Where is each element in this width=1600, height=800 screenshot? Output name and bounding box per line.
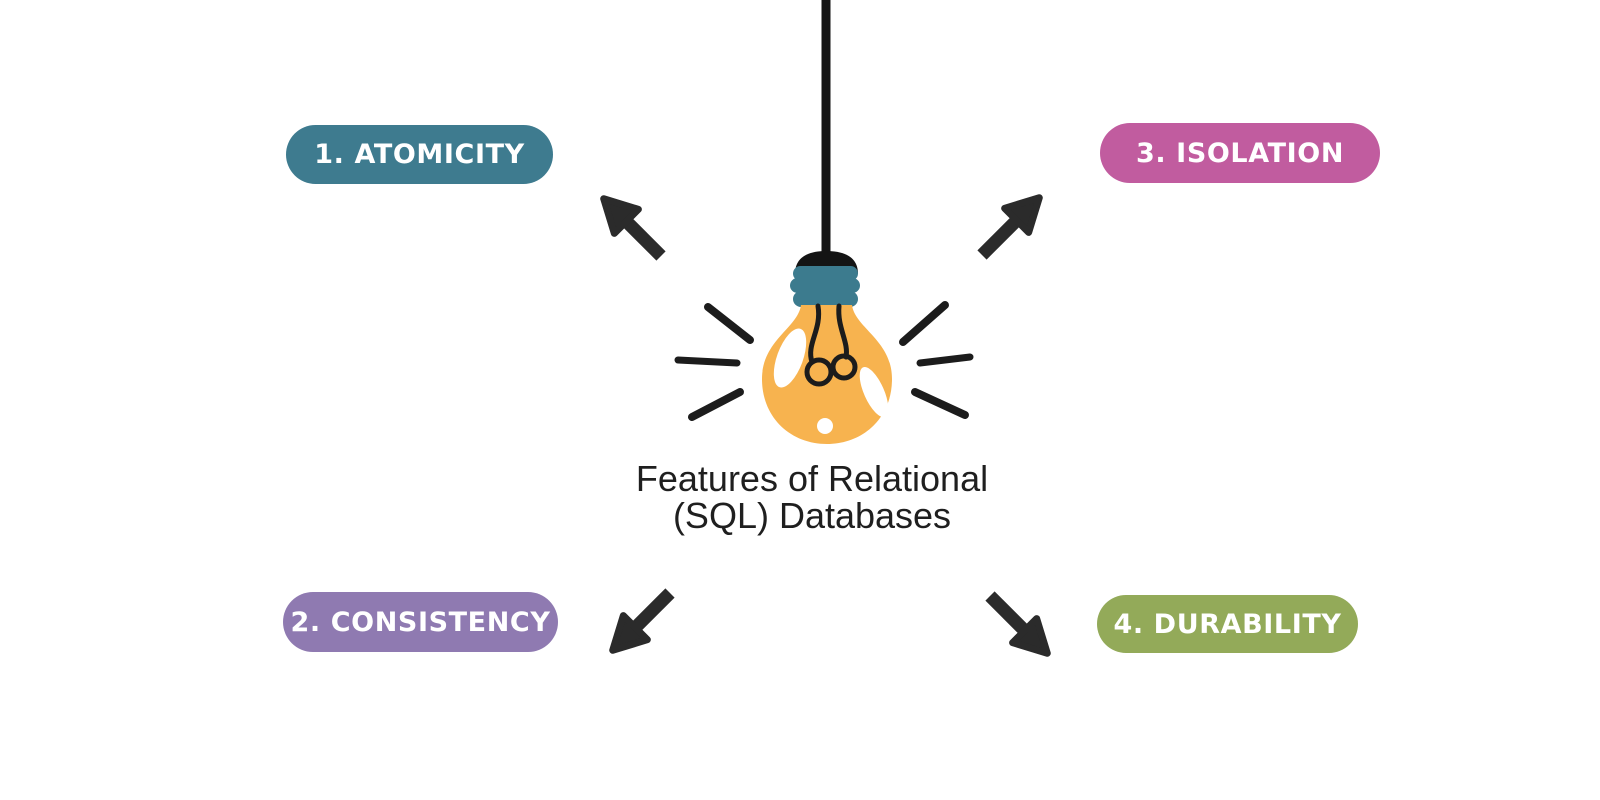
arrow-down-left-icon [609,588,675,654]
bulb-base [790,266,860,307]
feature-label-atomicity: 1. ATOMICITY [314,139,525,170]
lightbulb-icon [650,0,990,450]
lightbulb-svg [674,0,974,444]
arrow-down-right-icon [985,591,1051,657]
feature-pill-consistency: 2. CONSISTENCY [283,592,558,652]
feature-label-consistency: 2. CONSISTENCY [290,606,551,638]
feature-pill-durability: 4. DURABILITY [1097,595,1358,653]
feature-pill-isolation: 3. ISOLATION [1100,123,1380,183]
filament [804,303,858,387]
diagram-title: Features of Relational (SQL) Databases [412,460,1212,534]
diagram-title-line2: (SQL) Databases [672,495,952,536]
feature-label-isolation: 3. ISOLATION [1135,137,1345,169]
bulb-highlights [773,328,889,434]
arrow-up-left-icon [600,195,666,261]
cord-line [821,0,831,260]
arrow-up-right-icon [977,194,1043,260]
feature-pill-atomicity: 1. ATOMICITY [286,125,553,184]
light-rays [674,301,974,421]
feature-label-durability: 4. DURABILITY [1113,608,1342,640]
diagram-title-line1: Features of Relational [635,458,989,499]
